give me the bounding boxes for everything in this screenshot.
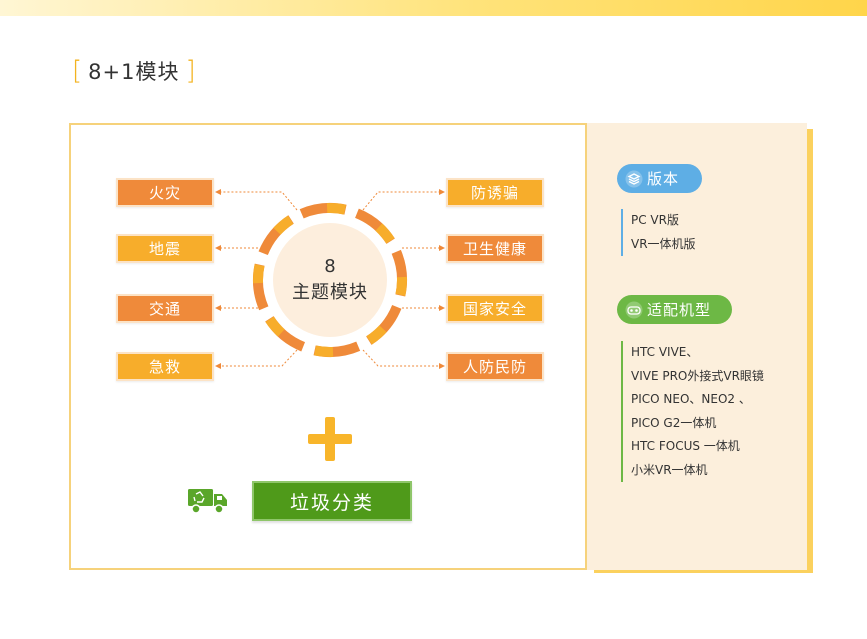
plus-icon [308, 417, 352, 461]
module-health: 卫生健康 [446, 234, 544, 263]
device-item: HTC FOCUS 一体机 [631, 439, 740, 453]
recycle-truck-icon [188, 489, 227, 514]
heading-bracket-right: ] [185, 56, 196, 86]
device-item: HTC VIVE、 [631, 345, 699, 359]
segmented-ring [253, 203, 407, 357]
devices-title: 适配机型 [647, 301, 712, 319]
module-earthquake: 地震 [116, 234, 214, 263]
module-national-security: 国家安全 [446, 294, 544, 323]
module-first-aid: 急救 [116, 352, 214, 381]
version-item: PC VR版 [631, 213, 679, 227]
center-disk: 8 主题模块 [273, 223, 387, 337]
heading-title: 8+1模块 [88, 60, 180, 84]
heading-bracket-left: [ [72, 56, 83, 86]
version-badge: 版本 [617, 164, 702, 193]
devices-list: HTC VIVE、 VIVE PRO外接式VR眼镜 PICO NEO、NEO2 … [621, 341, 764, 482]
layers-icon [625, 170, 643, 187]
headset-icon [625, 301, 643, 318]
module-anti-fraud: 防诱骗 [446, 178, 544, 207]
device-item: VIVE PRO外接式VR眼镜 [631, 368, 764, 383]
version-list: PC VR版 VR一体机版 [621, 209, 696, 256]
garbage-sorting-module: 垃圾分类 [252, 481, 412, 521]
module-traffic: 交通 [116, 294, 214, 323]
section-heading: [ 8+1模块 ] [72, 56, 196, 86]
version-item: VR一体机版 [631, 236, 696, 251]
center-number: 8 [324, 255, 336, 277]
link-civil [362, 349, 445, 369]
device-item: 小米VR一体机 [631, 462, 708, 477]
center-label: 主题模块 [292, 282, 368, 303]
devices-badge: 适配机型 [617, 295, 732, 324]
side-panel [587, 123, 807, 570]
link-firstaid [215, 349, 298, 369]
device-item: PICO G2一体机 [631, 415, 717, 430]
version-title: 版本 [647, 170, 680, 188]
module-fire: 火灾 [116, 178, 214, 207]
module-civil-defense: 人防民防 [446, 352, 544, 381]
top-decorative-bar [0, 0, 867, 16]
device-item: PICO NEO、NEO2 、 [631, 392, 751, 406]
